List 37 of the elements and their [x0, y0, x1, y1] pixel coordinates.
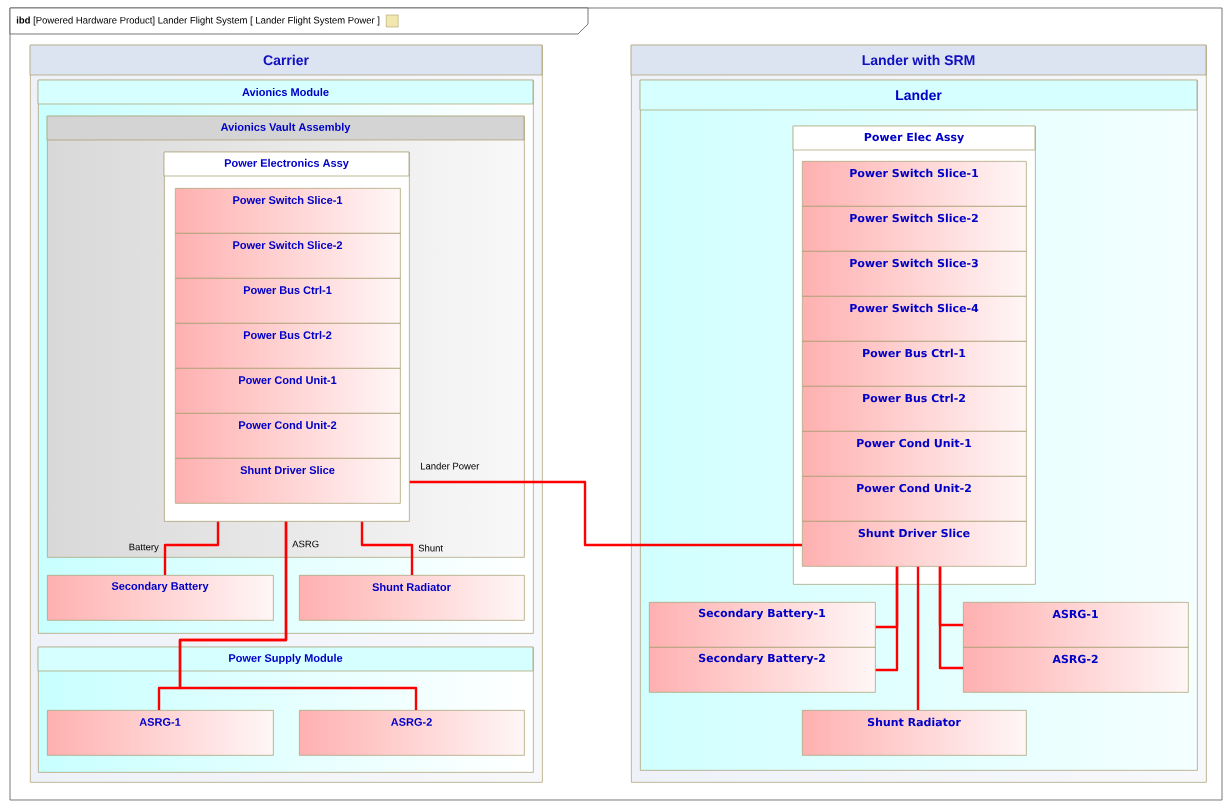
- part-box: Power Bus Ctrl-1: [802, 341, 1027, 387]
- frame-title: ibd [Powered Hardware Product] Lander Flight System [ Lander Flight System Power ]: [16, 16, 380, 26]
- connector: [360, 521, 414, 575]
- part-box: Power Cond Unit-1: [175, 368, 401, 414]
- edge-label: ASRG: [292, 540, 319, 548]
- part-box: Shunt Driver Slice: [175, 458, 401, 504]
- connector: [875, 566, 899, 672]
- part-box: Power Switch Slice-1: [802, 161, 1027, 207]
- edge-label: Lander Power: [421, 462, 480, 470]
- connector: [916, 566, 920, 710]
- part-box: Power Bus Ctrl-2: [802, 386, 1027, 432]
- part-box: Power Bus Ctrl-1: [175, 278, 401, 324]
- part-box: Shunt Radiator: [299, 575, 525, 621]
- part-box: Power Bus Ctrl-2: [175, 323, 401, 369]
- part-box: ASRG-2: [963, 647, 1189, 693]
- part-box: ASRG-1: [47, 710, 274, 756]
- edge-label: Battery: [129, 543, 159, 553]
- part-box: Secondary Battery: [47, 575, 274, 621]
- part-box: Power Cond Unit-1: [802, 431, 1027, 477]
- connector: [163, 521, 220, 575]
- part-box: Power Switch Slice-1: [175, 188, 401, 234]
- part-box: Shunt Radiator: [802, 710, 1027, 756]
- part-box: Power Cond Unit-2: [802, 476, 1027, 522]
- part-box: Power Cond Unit-2: [175, 413, 401, 459]
- part-box: Secondary Battery-1: [649, 602, 876, 648]
- part-box: ASRG-1: [963, 602, 1189, 648]
- part-box: Shunt Driver Slice: [802, 521, 1027, 567]
- part-box: ASRG-2: [299, 710, 525, 756]
- part-box: Secondary Battery-2: [649, 647, 876, 693]
- part-box: Power Switch Slice-3: [802, 251, 1027, 297]
- connector: [938, 566, 963, 670]
- edge-label: Shunt: [418, 544, 443, 552]
- connector: [409, 480, 802, 547]
- connector: [178, 521, 418, 710]
- part-box: Power Switch Slice-2: [175, 233, 401, 279]
- part-box: Power Switch Slice-2: [802, 206, 1027, 252]
- part-box: Power Switch Slice-4: [802, 296, 1027, 342]
